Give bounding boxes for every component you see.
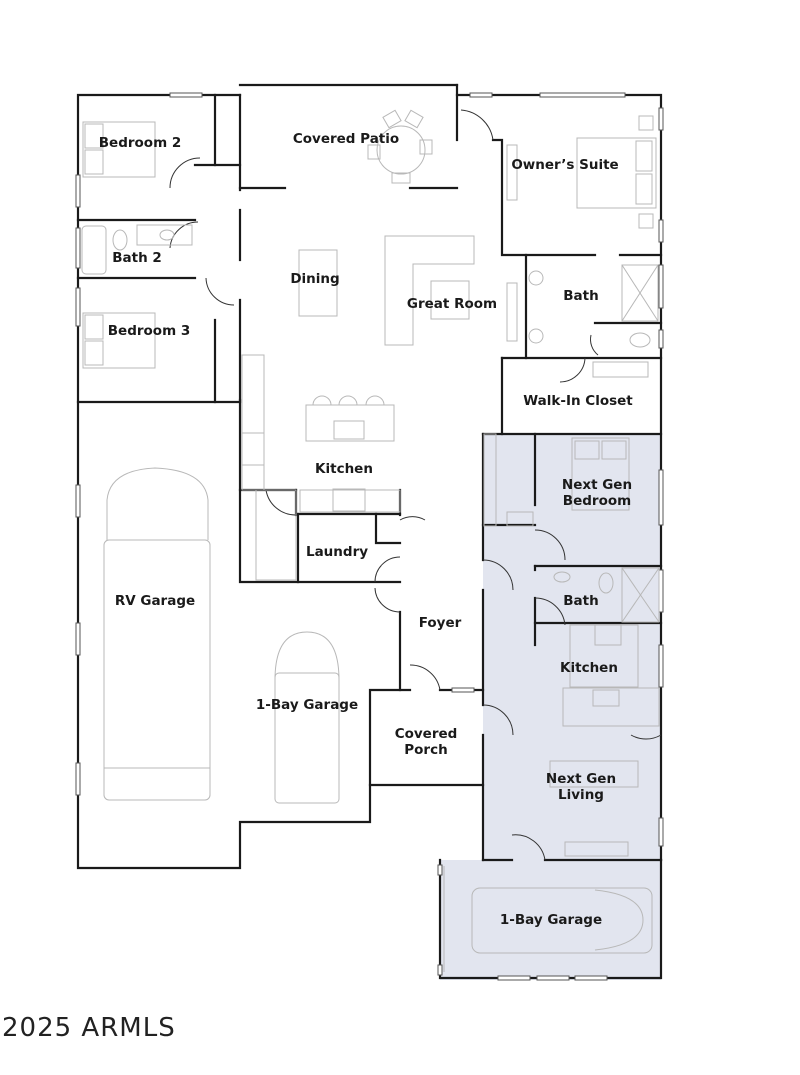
label-next-gen-kitchen: Kitchen: [560, 660, 618, 676]
label-next-gen-bedroom-line1: Next Gen: [562, 477, 632, 493]
label-kitchen: Kitchen: [315, 461, 373, 477]
windows: [75, 92, 664, 981]
doors: [169, 109, 662, 861]
walls: [76, 83, 663, 980]
label-laundry: Laundry: [306, 544, 368, 560]
label-bedroom-2: Bedroom 2: [99, 135, 181, 151]
label-owners-bath: Bath: [563, 288, 598, 304]
label-great-room: Great Room: [407, 296, 497, 312]
label-walk-in-closet: Walk-In Closet: [523, 393, 633, 409]
label-next-gen-bath: Bath: [563, 593, 598, 609]
label-rv-garage: RV Garage: [115, 593, 195, 609]
label-covered-porch-line1: Covered: [395, 726, 458, 742]
label-next-gen-living-line1: Next Gen: [546, 771, 616, 787]
watermark: 2025 ARMLS: [2, 1013, 176, 1043]
label-bath-2: Bath 2: [112, 250, 162, 266]
room-labels: Bedroom 2 Bath 2 Bedroom 3 Covered Patio…: [99, 131, 634, 928]
label-next-gen-bedroom-line2: Bedroom: [563, 493, 631, 509]
fixtures: [81, 109, 660, 972]
label-next-gen-garage: 1-Bay Garage: [500, 912, 602, 928]
label-covered-porch-line2: Porch: [404, 742, 447, 758]
label-bedroom-3: Bedroom 3: [108, 323, 190, 339]
label-foyer: Foyer: [419, 615, 462, 631]
label-1-bay-garage: 1-Bay Garage: [256, 697, 358, 713]
label-dining: Dining: [290, 271, 339, 287]
label-covered-patio: Covered Patio: [293, 131, 399, 147]
label-next-gen-living-line2: Living: [558, 787, 604, 803]
label-owners-suite: Owner’s Suite: [511, 157, 618, 173]
